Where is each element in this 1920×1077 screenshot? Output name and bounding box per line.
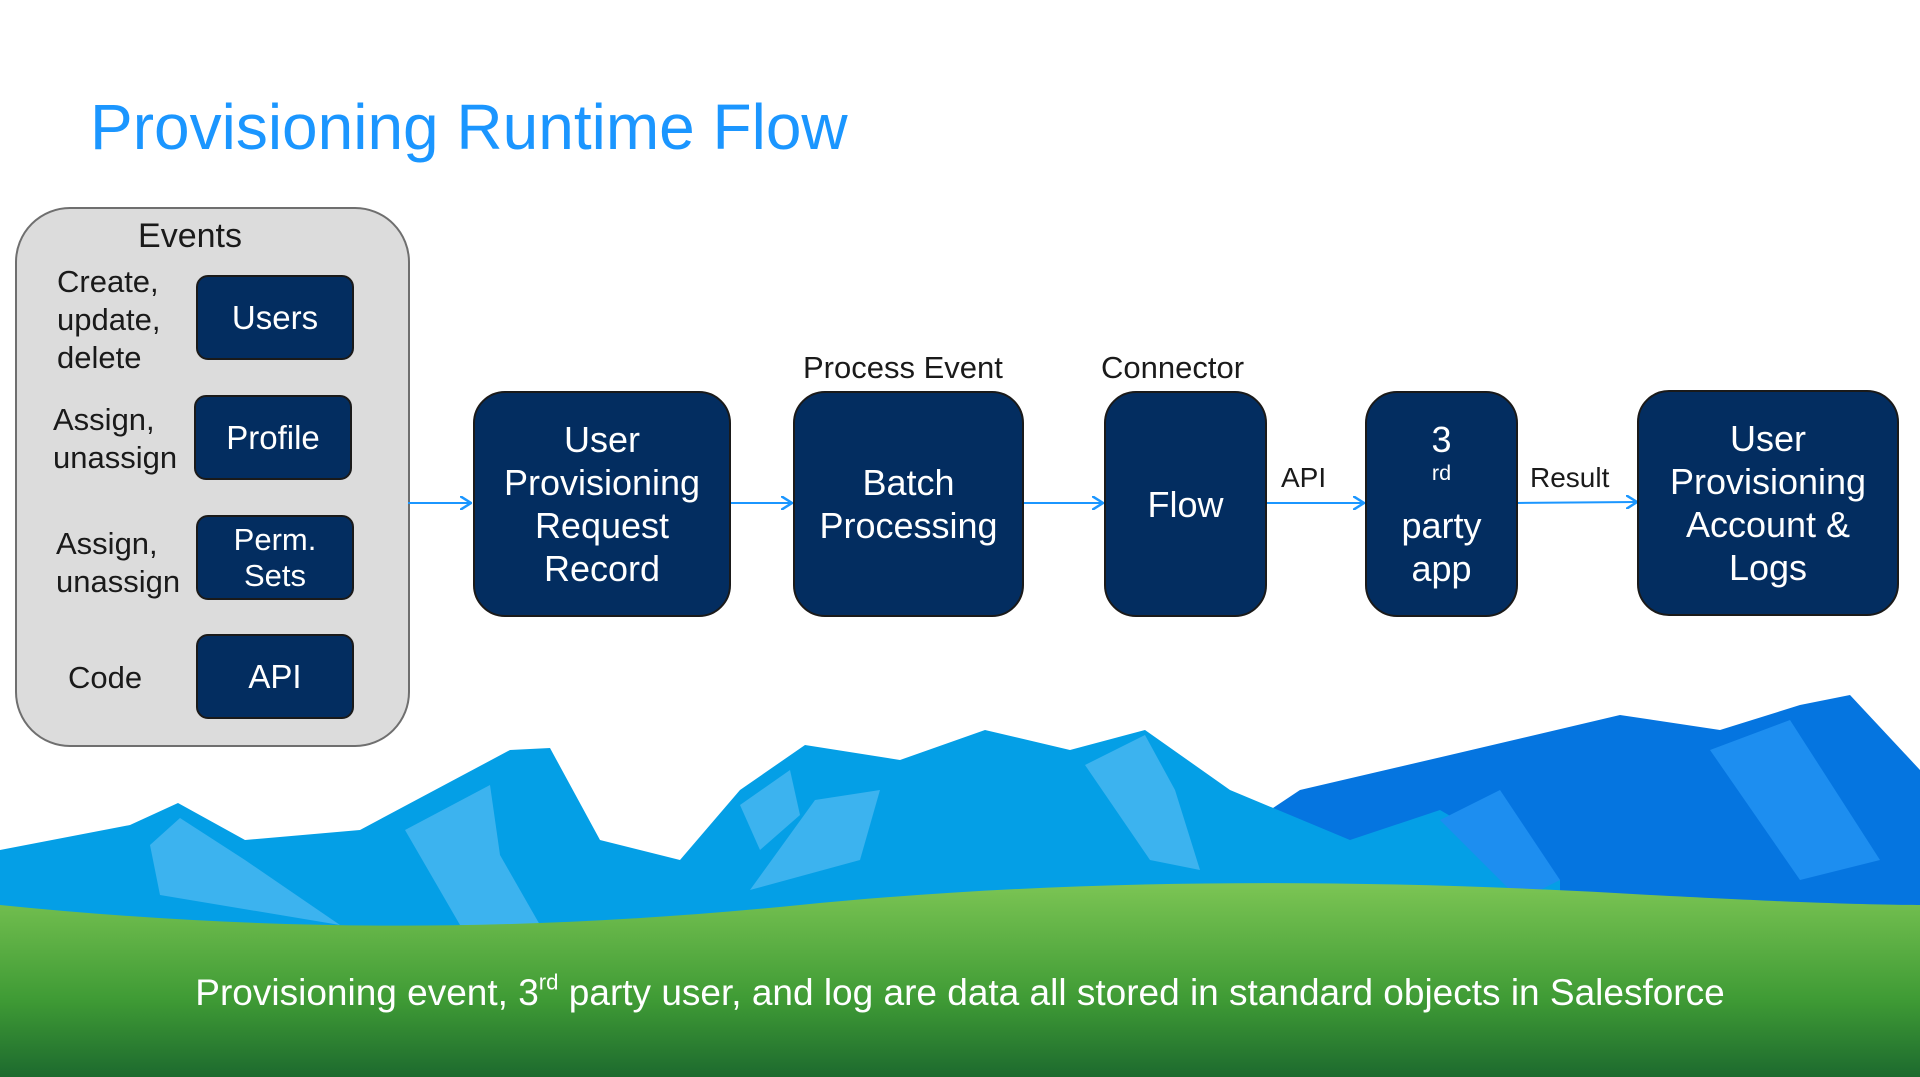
event-target-api: API — [196, 634, 354, 719]
mountain-highlight-7 — [1710, 720, 1880, 880]
mountain-highlight-4 — [750, 790, 880, 890]
events-heading: Events — [138, 217, 242, 255]
grass-hill — [0, 883, 1920, 1077]
event-target-permsets: Perm. Sets — [196, 515, 354, 600]
batch-processing-box: Batch Processing — [793, 391, 1024, 617]
page-title: Provisioning Runtime Flow — [90, 91, 848, 163]
connector-label: Connector — [1101, 350, 1245, 385]
mountain-highlight-1 — [150, 818, 340, 925]
mountain-highlight-2 — [405, 785, 540, 925]
event-action-profile: Assign, unassign — [53, 402, 178, 475]
flow-box: Flow — [1104, 391, 1267, 617]
event-action-users: Create, update, delete — [57, 264, 161, 375]
event-action-code: Code — [68, 660, 143, 695]
event-target-users: Users — [196, 275, 354, 360]
mountain-highlight-3 — [740, 770, 800, 850]
mountain-highlight-5 — [1085, 735, 1200, 870]
process-event-label: Process Event — [803, 350, 1003, 385]
account-logs-box: User Provisioning Account & Logs — [1637, 390, 1899, 616]
api-edge-label: API — [1281, 462, 1327, 493]
result-edge-label: Result — [1530, 462, 1610, 493]
arrow-thirdparty-to-account — [1515, 502, 1636, 503]
footer-note: Provisioning event, 3rd party user, and … — [195, 969, 1725, 1013]
request-record-box: User Provisioning Request Record — [473, 391, 731, 617]
event-target-profile: Profile — [194, 395, 352, 480]
event-action-permsets: Assign, unassign — [56, 526, 181, 599]
mountain-highlight-6 — [1440, 790, 1560, 900]
